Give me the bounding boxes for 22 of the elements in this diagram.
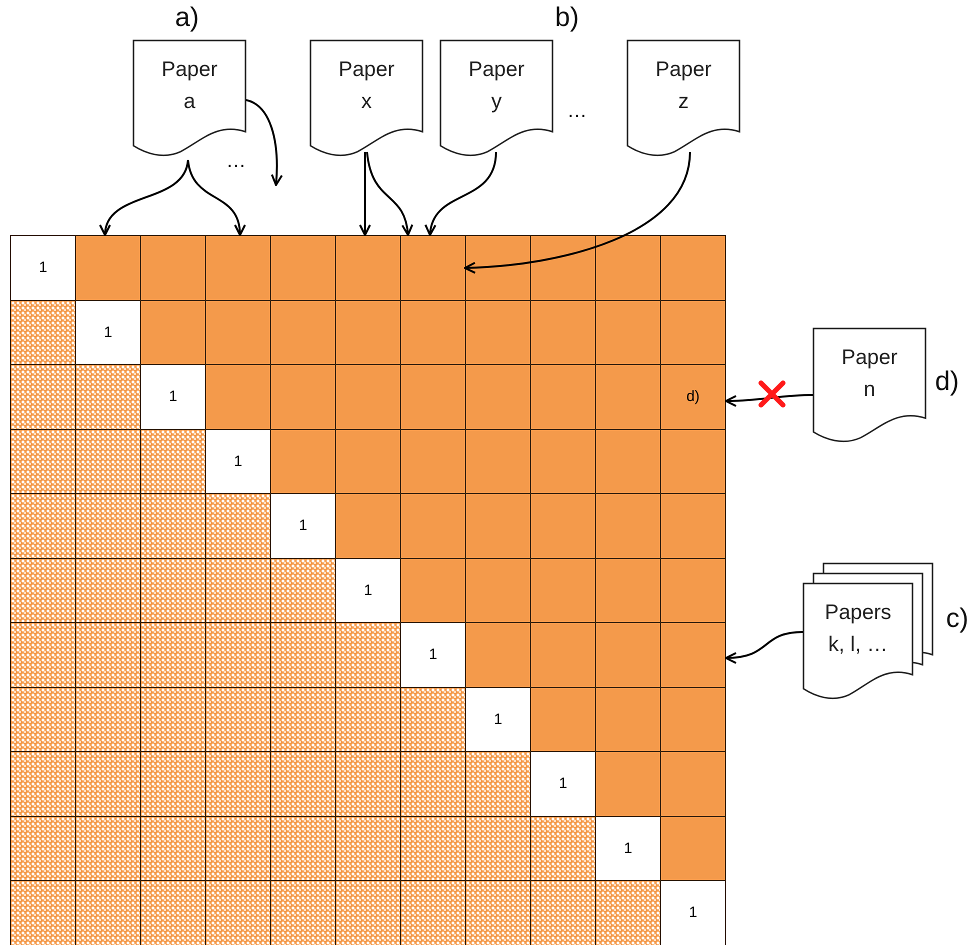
panel-label: b) [555, 2, 580, 33]
matrix-cell: 1 [10, 235, 76, 300]
arrow [725, 631, 804, 664]
matrix-cell [660, 622, 726, 688]
matrix-cell [205, 235, 271, 300]
arrow [426, 152, 497, 236]
panel-label: c) [946, 603, 968, 634]
arrow [100, 160, 189, 236]
ellipsis: … [567, 100, 587, 123]
matrix-cell: d) [660, 364, 726, 430]
panel-label: d) [935, 366, 960, 397]
arrow [464, 152, 691, 274]
matrix-cell [75, 235, 141, 300]
matrix-cell [335, 235, 401, 300]
arrow [725, 394, 814, 407]
matrix-cell [400, 235, 466, 300]
arrow [187, 160, 246, 236]
panel-label: a) [175, 2, 200, 33]
arrow [366, 152, 413, 236]
arrow [359, 152, 371, 236]
ellipsis: … [226, 150, 246, 173]
arrow [246, 99, 283, 186]
